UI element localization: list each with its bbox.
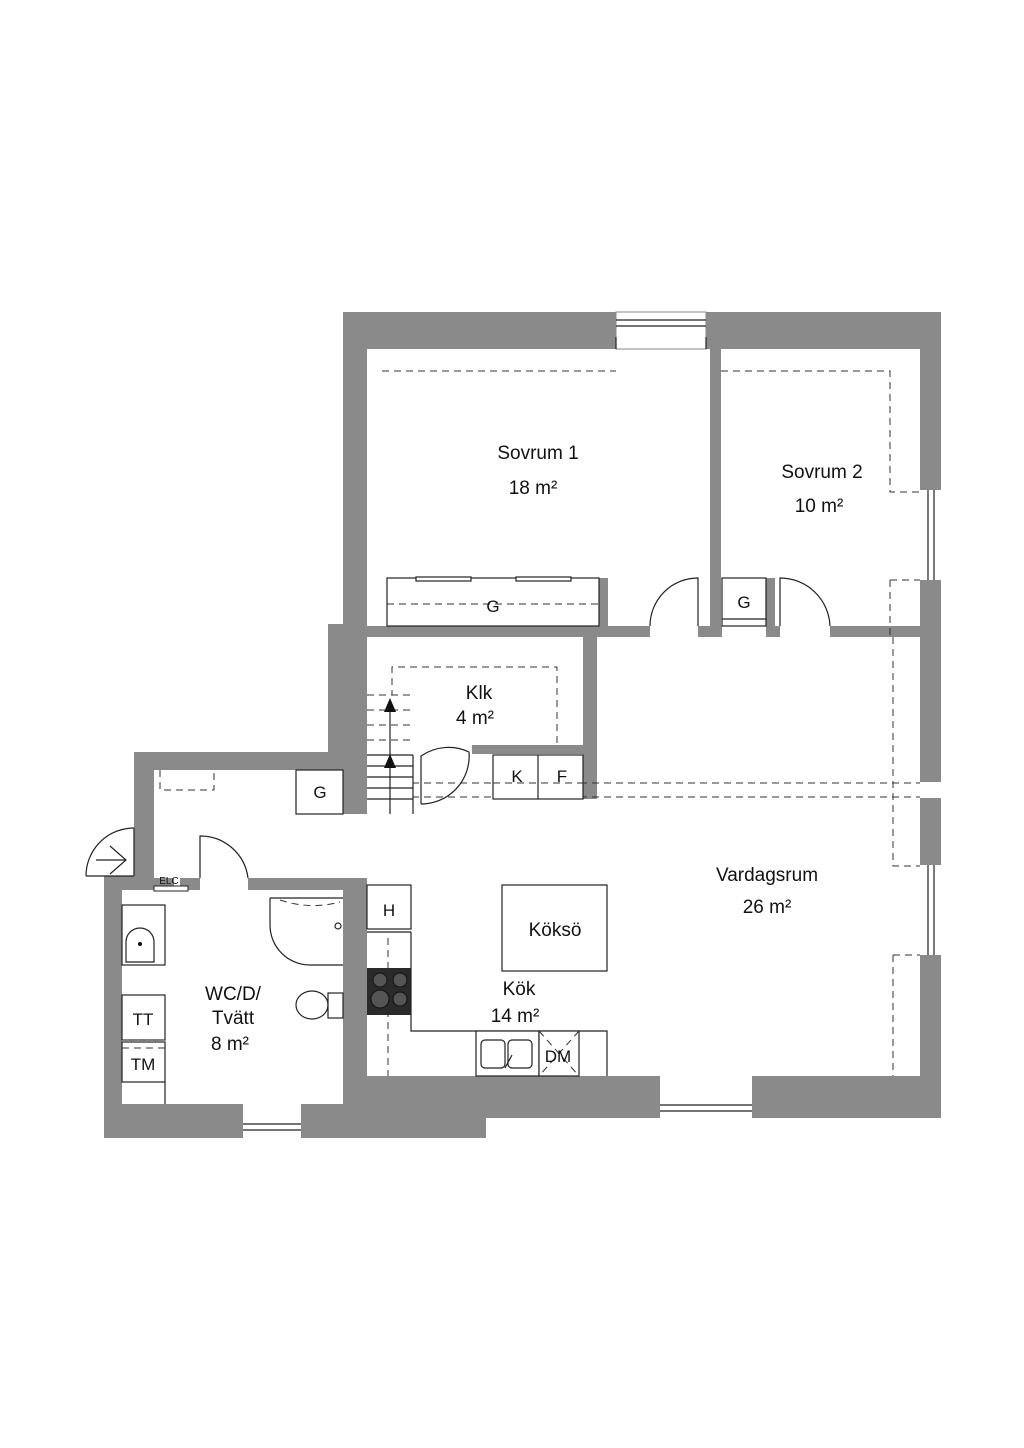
room-area-klk: 4 m²: [456, 708, 494, 729]
label-wardrobe-sovrum1: G: [486, 597, 499, 616]
room-name-kok: Kök: [503, 979, 536, 1000]
room-name-klk: Klk: [466, 683, 493, 704]
stairs: [367, 694, 414, 814]
label-dryer-tt: TT: [133, 1010, 154, 1029]
label-wardrobe-sovrum2: G: [737, 593, 750, 612]
label-wardrobe-hall: G: [313, 783, 326, 802]
label-dishwasher-dm: DM: [545, 1047, 571, 1066]
kitchen-fixtures: [366, 754, 608, 1077]
label-washer-tm: TM: [131, 1055, 156, 1074]
wardrobe-hall: [295, 769, 344, 815]
room-area-vardagsrum: 26 m²: [743, 897, 792, 918]
room-name-wc-line1: WC/D/: [205, 984, 262, 1005]
label-hood-h: H: [383, 901, 395, 920]
room-area-wc: 8 m²: [211, 1034, 249, 1055]
doors: [85, 577, 831, 879]
windows: [243, 311, 941, 1138]
room-name-sovrum2: Sovrum 2: [781, 462, 862, 483]
wardrobe-sovrum1: [386, 576, 600, 627]
wardrobe-sovrum2: [721, 577, 767, 627]
label-fridge-k: K: [511, 767, 523, 786]
room-area-sovrum1: 18 m²: [509, 478, 558, 499]
label-electric-cabinet: ELC: [159, 876, 178, 887]
bathroom-fixtures: [121, 885, 344, 1104]
interior-walls: [154, 349, 920, 1104]
room-name-sovrum1: Sovrum 1: [497, 443, 578, 464]
room-area-sovrum2: 10 m²: [795, 496, 844, 517]
room-name-vardagsrum: Vardagsrum: [716, 865, 818, 886]
label-kokso: Köksö: [529, 920, 582, 941]
room-area-kok: 14 m²: [491, 1006, 540, 1027]
label-freezer-f: F: [557, 767, 567, 786]
room-name-wc-line2: Tvätt: [212, 1008, 255, 1029]
